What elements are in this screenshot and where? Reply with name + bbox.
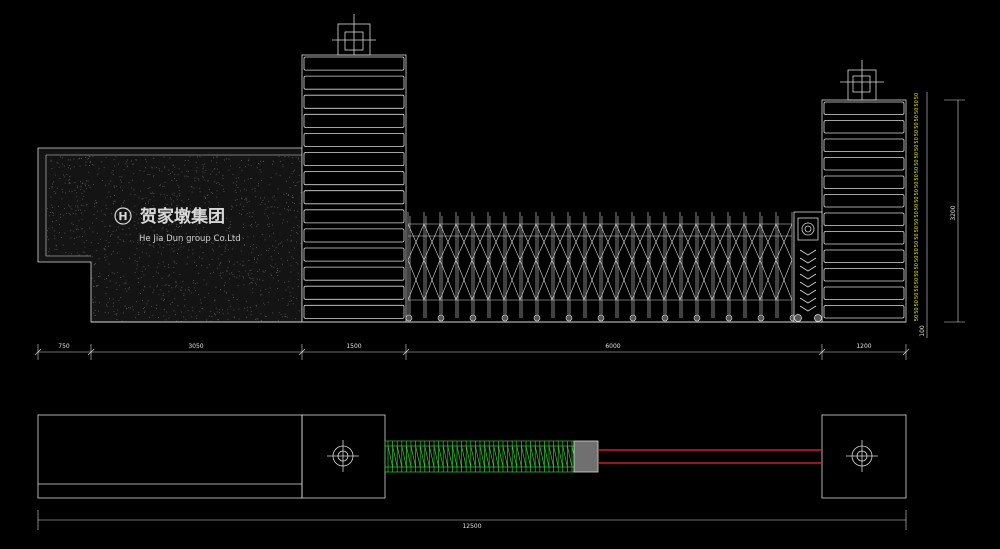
brick-course-label: 50 bbox=[914, 93, 920, 99]
dim-segment-4: 6000 bbox=[605, 343, 620, 350]
brick-course-label: 50 bbox=[914, 300, 920, 306]
logo-letter: H bbox=[118, 210, 127, 223]
height-dimension: 3200 100 5050505050505050505050505050505… bbox=[914, 92, 965, 338]
brick-course-label: 50 bbox=[914, 226, 920, 232]
granite-texture bbox=[47, 156, 302, 322]
right-pillar bbox=[821, 60, 907, 323]
brick-course-label: 50 bbox=[914, 196, 920, 202]
plan-left-pillar bbox=[301, 414, 386, 499]
company-name-english: He Jia Dun group Co.Ltd bbox=[139, 234, 241, 244]
plan-view: 12500 bbox=[37, 414, 907, 530]
brick-course-label: 50 bbox=[914, 159, 920, 165]
brick-course-label: 50 bbox=[914, 211, 920, 217]
brick-course-label: 50 bbox=[914, 174, 920, 180]
brick-course-label: 50 bbox=[914, 248, 920, 254]
retractable-gate-elevation bbox=[405, 212, 797, 322]
plan-gate-head bbox=[573, 440, 599, 473]
brick-course-label: 50 bbox=[914, 182, 920, 188]
company-logo: H bbox=[114, 207, 132, 225]
segment-dimension: 750 3050 1500 6000 1200 bbox=[34, 343, 910, 360]
brick-course-label: 50 bbox=[914, 108, 920, 114]
brick-course-label: 50 bbox=[914, 145, 920, 151]
right-pillar-lamp-icon bbox=[846, 440, 878, 472]
dim-segment-5: 1200 bbox=[856, 343, 871, 350]
dim-segment-2: 3050 bbox=[188, 343, 203, 350]
left-pillar-cross-icon bbox=[332, 14, 376, 56]
brick-course-label: 50 bbox=[914, 204, 920, 210]
left-pillar-lamp-icon bbox=[327, 440, 359, 472]
dim-segment-1: 750 bbox=[58, 343, 70, 350]
brick-course-label: 50 bbox=[914, 263, 920, 269]
total-length-label: 12500 bbox=[462, 523, 481, 530]
brick-course-labels: 5050505050505050505050505050505050505050… bbox=[914, 93, 920, 321]
dim-segment-3: 1500 bbox=[346, 343, 361, 350]
brick-course-label: 50 bbox=[914, 115, 920, 121]
right-pillar-bands bbox=[823, 101, 905, 319]
elevation-view: H 贺家墩集团 He Jia Dun group Co.Ltd bbox=[37, 14, 907, 323]
brick-course-label: 50 bbox=[914, 100, 920, 106]
brick-course-label: 50 bbox=[914, 130, 920, 136]
height-label: 3200 bbox=[950, 205, 957, 220]
brick-course-label: 50 bbox=[914, 285, 920, 291]
company-name-chinese: 贺家墩集团 bbox=[139, 206, 225, 227]
plan-right-pillar bbox=[821, 414, 907, 499]
plan-sign-wall bbox=[37, 414, 303, 499]
brick-course-label: 50 bbox=[914, 152, 920, 158]
brick-course-label: 50 bbox=[914, 307, 920, 313]
brick-course-label: 50 bbox=[914, 219, 920, 225]
gate-control-box bbox=[793, 211, 823, 323]
brick-course-label: 50 bbox=[914, 293, 920, 299]
brick-course-label: 50 bbox=[914, 233, 920, 239]
brick-course-label: 50 bbox=[914, 167, 920, 173]
brick-course-label: 50 bbox=[914, 241, 920, 247]
brick-course-label: 50 bbox=[914, 270, 920, 276]
base-label: 100 bbox=[919, 325, 926, 337]
brick-course-label: 50 bbox=[914, 278, 920, 284]
chevron-pattern bbox=[799, 249, 817, 312]
brick-course-label: 50 bbox=[914, 315, 920, 321]
brick-course-label: 50 bbox=[914, 137, 920, 143]
left-pillar-bands bbox=[303, 56, 405, 319]
left-pillar bbox=[301, 14, 407, 323]
brick-course-label: 50 bbox=[914, 256, 920, 262]
brick-course-label: 50 bbox=[914, 189, 920, 195]
brick-course-label: 50 bbox=[914, 122, 920, 128]
right-pillar-cross-icon bbox=[840, 60, 884, 101]
gate-plan-folded bbox=[384, 440, 577, 473]
